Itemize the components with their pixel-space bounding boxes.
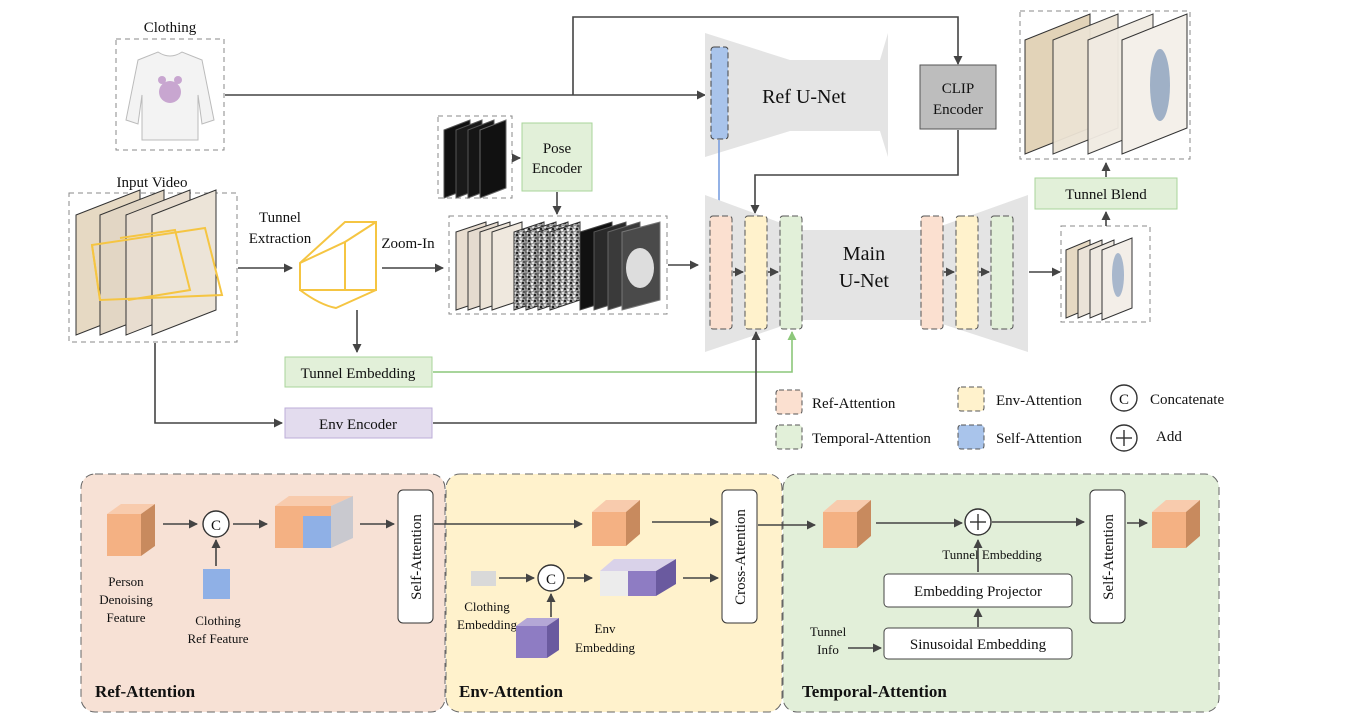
clothing-label: Clothing [144,20,197,36]
embedding-projector-box [883,573,1073,608]
concat-icon [202,510,230,538]
temporal-self-attention-block [1089,489,1126,624]
legend-temporal-attention: Temporal-Attention [812,431,931,447]
svg-text:Ref Feature: Ref Feature [187,631,248,646]
env-attention-title: Env-Attention [459,682,563,701]
cross-attention-block [721,489,758,624]
sweater-image [125,51,215,141]
env-query-cube [592,500,640,546]
tunnel-blend-box: Tunnel Blend [1034,177,1178,210]
main-unet-label-1: Main [843,243,885,265]
temporal-tunnel-embedding-label: Tunnel Embedding [942,547,1042,562]
svg-text:Embedding Projector: Embedding Projector [914,584,1042,600]
output-frames [1060,225,1151,323]
svg-text:Pose: Pose [543,141,572,157]
ref-unet-label: Ref U-Net [762,86,846,108]
svg-text:Self-Attention: Self-Attention [1101,514,1117,600]
svg-text:Tunnel Embedding: Tunnel Embedding [301,366,416,382]
svg-text:Env: Env [595,621,616,636]
pose-encoder-box: Pose Encoder [521,122,593,192]
svg-text:Clothing: Clothing [464,599,510,614]
temporal-attention-panel: Tunnel Embedding Embedding Projector Sin… [758,473,1220,713]
concatenated-cube [275,496,353,548]
env-encoder-box: Env Encoder [284,407,433,439]
env-embedding-block [516,618,559,658]
person-feature-cube [107,504,155,556]
svg-text:Encoder: Encoder [532,161,582,177]
svg-text:Cross-Attention: Cross-Attention [733,509,749,605]
final-video [1019,10,1191,160]
tunnel-shape [299,221,377,310]
svg-text:Env Encoder: Env Encoder [319,417,397,433]
clothing-input: Clothing [115,20,225,151]
sinusoidal-embedding-box [883,627,1073,660]
clothing-frame [115,38,225,151]
svg-text:CLIP: CLIP [942,81,975,97]
concat-icon [537,564,565,592]
env-kv-cube [600,559,676,596]
ref-self-attention-block [397,489,434,624]
svg-text:C: C [211,518,221,534]
legend-add: Add [1156,429,1182,445]
clip-encoder-box: CLIP Encoder [919,64,997,130]
legend-self-attention: Self-Attention [996,431,1082,447]
svg-text:C: C [546,572,556,588]
ref-attention-panel: Person Denoising Feature C Clothing Ref … [80,473,446,713]
temporal-output-cube [1152,500,1200,548]
svg-text:Feature: Feature [107,610,146,625]
zoomed-frames [448,215,668,315]
zoom-in-label: Zoom-In [381,236,435,252]
svg-text:Info: Info [817,642,839,657]
svg-text:Clothing: Clothing [195,613,241,628]
clothing-ref-feature-block [203,569,230,599]
svg-text:Self-Attention: Self-Attention [409,514,425,600]
ref-unet: Ref U-Net [705,33,888,157]
env-attention-panel: C Clothing Embedding Env Embedding Cross… [434,473,783,713]
legend: Ref-Attention Temporal-Attention Env-Att… [775,384,1224,452]
svg-text:Denoising: Denoising [99,592,153,607]
main-unet: Main U-Net [705,195,1028,352]
legend-concatenate: Concatenate [1150,392,1224,408]
temporal-input-cube [823,500,871,548]
tunnel-embedding-box: Tunnel Embedding [284,356,433,388]
input-video-frame [68,192,238,343]
concat-icon: C [1119,392,1129,408]
tunnel-extraction-label-2: Extraction [249,231,312,247]
clothing-embedding-block [471,571,496,586]
svg-text:Encoder: Encoder [933,102,983,118]
svg-text:Sinusoidal Embedding: Sinusoidal Embedding [910,637,1047,653]
svg-text:Embedding: Embedding [575,640,635,655]
pose-frames [437,115,513,199]
input-video: Input Video [68,175,238,343]
temporal-attention-title: Temporal-Attention [802,682,947,701]
legend-env-attention: Env-Attention [996,393,1082,409]
svg-text:Person: Person [108,574,144,589]
svg-text:Tunnel: Tunnel [810,624,847,639]
svg-text:Tunnel Blend: Tunnel Blend [1065,187,1147,203]
main-unet-label-2: U-Net [839,270,889,292]
ref-attention-title: Ref-Attention [95,682,196,701]
input-video-label: Input Video [117,175,188,191]
tunnel-extraction-label-1: Tunnel [259,210,301,226]
svg-text:Embedding: Embedding [457,617,517,632]
legend-ref-attention: Ref-Attention [812,396,896,412]
